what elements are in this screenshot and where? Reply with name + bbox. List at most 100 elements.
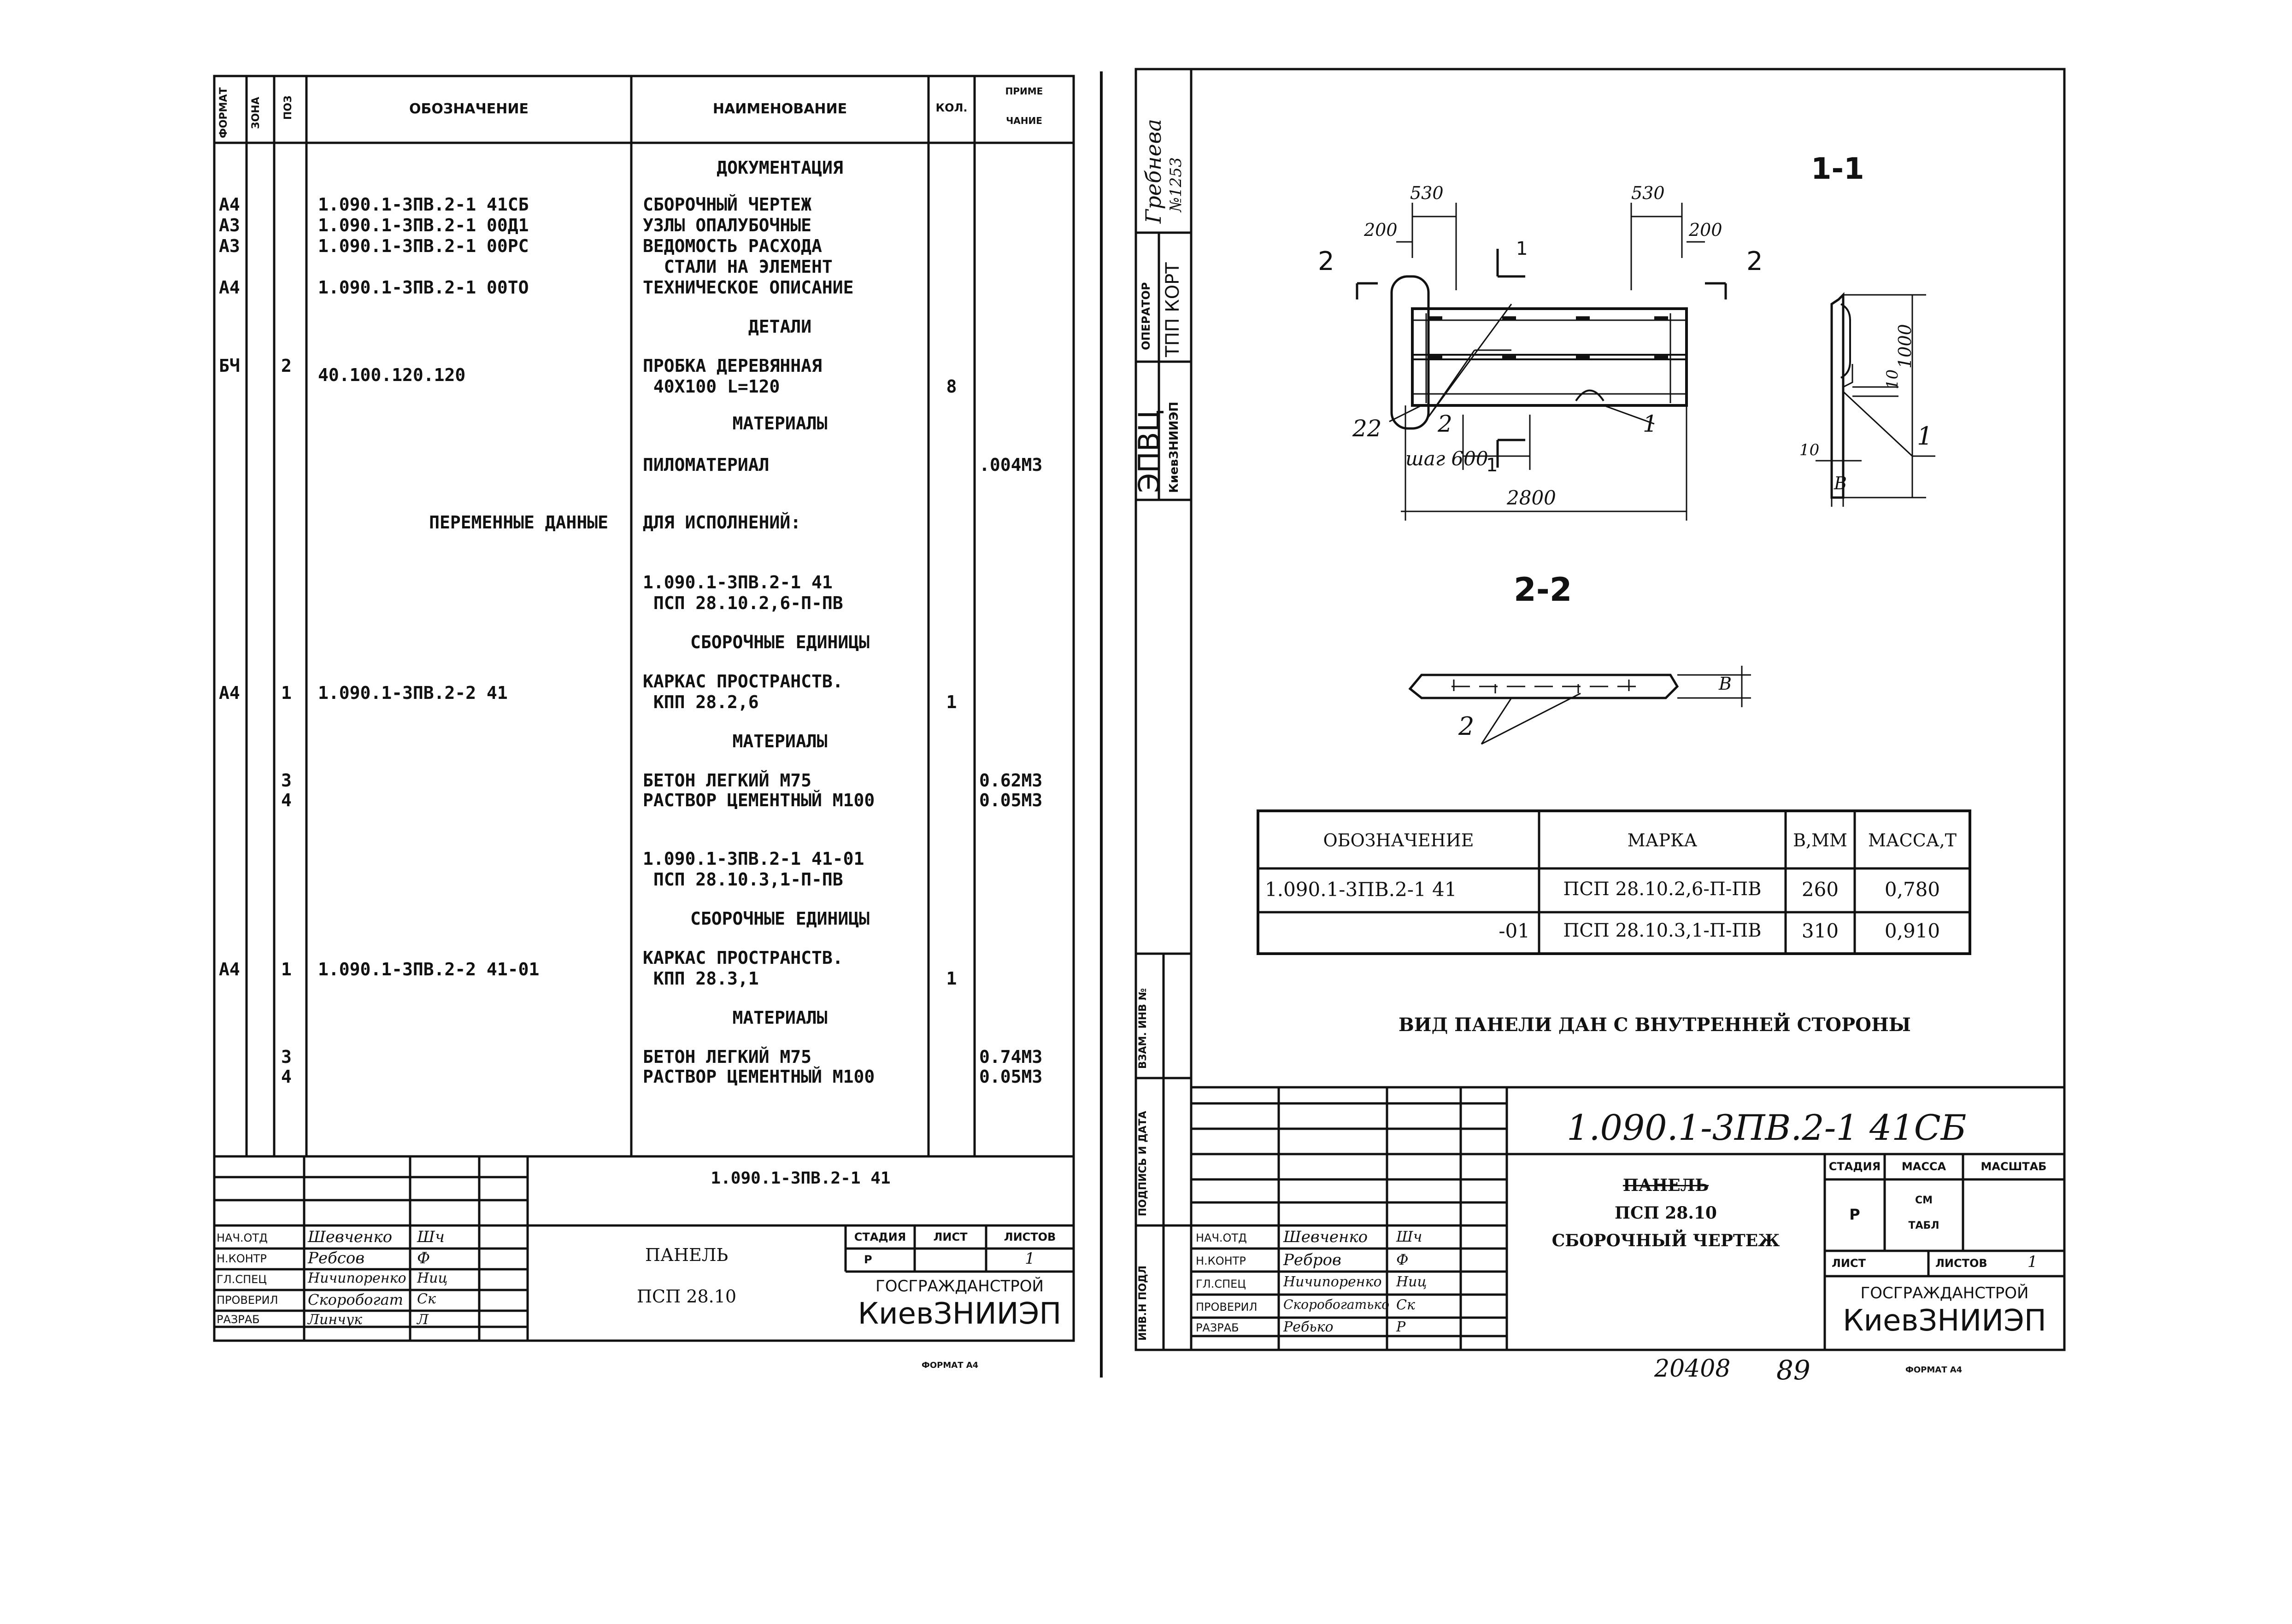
right-doc-code: 1.090.1-3ПВ.2-1 41СБ	[1567, 1107, 1967, 1148]
row-pos: 4	[281, 1067, 292, 1087]
row-note: 0.62М3	[979, 770, 1043, 791]
section-1-1-view	[1816, 292, 1935, 507]
left-doc-code: 1.090.1-3ПВ.2-1 41	[711, 1169, 891, 1188]
left-title-2: ПСП 28.10	[636, 1286, 737, 1307]
row-name: 1.090.1-3ПВ.2-1 41	[643, 572, 833, 592]
variants-b: 310	[1801, 920, 1839, 942]
callout-cut-1-top: 1	[1516, 238, 1528, 259]
row-pos: 1	[281, 959, 292, 979]
row-name: ТЕХНИЧЕСКОЕ ОПИСАНИЕ	[643, 277, 854, 298]
variants-header-mass: МАССА,Т	[1868, 830, 1957, 850]
row-format: А4	[219, 683, 240, 703]
side-signature-date: ПОДПИСЬ И ДАТА	[1137, 1111, 1149, 1216]
row-name: КАРКАС ПРОСТРАНСТВ.	[643, 671, 843, 692]
callout-leader-22: 22	[1352, 415, 1382, 442]
row-name: ДЛЯ ИСПОЛНЕНИЙ:	[643, 512, 801, 533]
row-format: БЧ	[219, 356, 240, 376]
right-signature-1: Шч	[1396, 1228, 1422, 1245]
row-name: РАСТВОР ЦЕМЕНТНЫЙ М100	[643, 790, 875, 810]
row-name: ПРОБКА ДЕРЕВЯННАЯ	[643, 356, 822, 376]
row-pos: 4	[281, 790, 292, 810]
row-note: 0.74М3	[979, 1047, 1043, 1067]
header-format: ФОРМАТ	[218, 87, 229, 138]
side-number-hand: №1253	[1167, 157, 1185, 212]
right-org-1: ГОСГРАЖДАНСТРОЙ	[1860, 1284, 2029, 1302]
right-role-3: ГЛ.СПЕЦ	[1196, 1278, 1246, 1290]
row-designation: 1.090.1-3ПВ.2-1 41СБ	[318, 194, 529, 215]
side-inv-swap: ВЗАМ. ИНВ №	[1137, 988, 1149, 1069]
row-note: 0.05М3	[979, 1067, 1043, 1087]
left-title-1: ПАНЕЛЬ	[645, 1245, 729, 1265]
callout-cut-2-left: 2	[1318, 246, 1334, 276]
right-title-1: ПАНЕЛЬ	[1622, 1176, 1709, 1195]
right-title-3: СБОРОЧНЫЙ ЧЕРТЕЖ	[1552, 1231, 1780, 1250]
left-role-2: Н.КОНТР	[217, 1252, 267, 1265]
callout-cut-1-bottom: 1	[1486, 455, 1498, 476]
left-role-1: НАЧ.ОТД	[217, 1231, 268, 1244]
right-name-5: Ребько	[1283, 1319, 1334, 1335]
right-signature-2: Ф	[1396, 1251, 1409, 1268]
variants-b: 260	[1801, 878, 1839, 901]
row-designation: 1.090.1-3ПВ.2-1 00РС	[318, 236, 529, 256]
section-1-1-label: 1-1	[1811, 152, 1864, 186]
section-2-2-view	[1408, 666, 1751, 745]
archive-number: 20408	[1654, 1355, 1731, 1383]
header-pos: ПОЗ	[282, 95, 294, 120]
variants-mark: ПСП 28.10.3,1-П-ПВ	[1563, 920, 1762, 941]
row-name: БЕТОН ЛЕГКИЙ М75	[643, 770, 812, 791]
callout-cut-2-right: 2	[1746, 246, 1763, 276]
right-signature-5: Р	[1396, 1319, 1406, 1335]
row-name: 1.090.1-3ПВ.2-1 41-01	[643, 849, 864, 869]
dim-530-right: 530	[1631, 183, 1665, 203]
right-mass-value-1: СМ	[1915, 1195, 1933, 1206]
right-role-2: Н.КОНТР	[1196, 1255, 1246, 1267]
row-format: А4	[219, 959, 240, 979]
header-qty: КОЛ.	[935, 101, 968, 114]
side-elvc: ЭПВЦ	[1132, 410, 1166, 493]
section-documentation: ДОКУМЕНТАЦИЯ	[717, 158, 843, 178]
section-materials-3: МАТЕРИАЛЫ	[732, 1008, 828, 1028]
row-qty: 1	[946, 968, 957, 989]
section-materials-1: МАТЕРИАЛЫ	[732, 413, 828, 434]
left-role-5: РАЗРАБ	[217, 1313, 260, 1326]
row-designation: 1.090.1-3ПВ.2-1 00Д1	[318, 215, 529, 235]
right-mass-label: МАССА	[1901, 1160, 1946, 1173]
right-role-1: НАЧ.ОТД	[1196, 1231, 1247, 1244]
row-name: КПП 28.2,6	[643, 692, 759, 712]
row-format: А3	[219, 236, 240, 256]
section-2-2-label: 2-2	[1514, 571, 1572, 609]
right-stage-value: Р	[1849, 1206, 1860, 1223]
right-name-1: Шевченко	[1283, 1228, 1368, 1246]
right-format-note: ФОРМАТ А4	[1905, 1365, 1963, 1375]
right-role-5: РАЗРАБ	[1196, 1321, 1239, 1334]
header-note-1: ПРИМЕ	[1005, 86, 1043, 97]
dim-10-top: 10	[1883, 369, 1902, 389]
left-stage-value: Р	[864, 1253, 872, 1266]
dim-200-left: 200	[1364, 220, 1398, 240]
drawing-frame	[1134, 68, 2066, 1351]
right-role-4: ПРОВЕРИЛ	[1196, 1301, 1258, 1313]
section-assemblies-1: СБОРОЧНЫЕ ЕДИНИЦЫ	[690, 632, 870, 652]
row-pos: 1	[281, 683, 292, 703]
left-name-3: Ничипоренко	[308, 1270, 406, 1286]
row-qty: 1	[946, 692, 957, 712]
right-title-2: ПСП 28.10	[1615, 1203, 1717, 1223]
right-name-4: Скоробогатько	[1283, 1297, 1389, 1312]
row-note: .004М3	[979, 455, 1043, 475]
right-signature-3: Ниц	[1396, 1274, 1427, 1290]
left-name-4: Скоробогат	[308, 1291, 403, 1308]
row-name: КАРКАС ПРОСТРАНСТВ.	[643, 948, 843, 968]
left-role-4: ПРОВЕРИЛ	[217, 1294, 278, 1307]
left-format-note: ФОРМАТ А4	[922, 1360, 979, 1370]
row-name: 40Х100 L=120	[643, 376, 780, 397]
row-name: СБОРОЧНЫЙ ЧЕРТЕЖ	[643, 194, 812, 215]
dim-530-left: 530	[1410, 183, 1444, 203]
row-name: ПИЛОМАТЕРИАЛ	[643, 455, 770, 475]
callout-leader-1: 1	[1643, 410, 1657, 437]
row-name: РАСТВОР ЦЕМЕНТНЫЙ М100	[643, 1067, 875, 1087]
left-name-2: Ребсов	[308, 1249, 365, 1267]
variants-mark: ПСП 28.10.2,6-П-ПВ	[1563, 879, 1762, 900]
right-sheets-value: 1	[2028, 1253, 2038, 1271]
